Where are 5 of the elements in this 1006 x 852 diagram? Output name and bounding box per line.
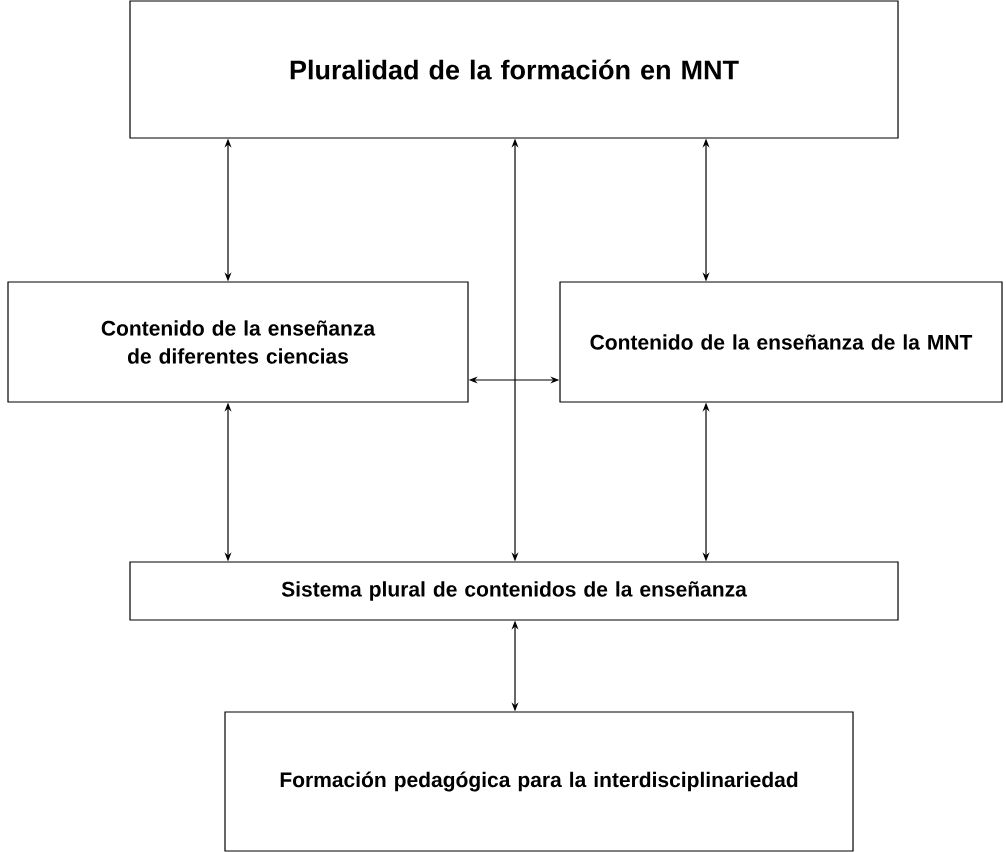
process-box: Pluralidad de la formación en MNT [129, 0, 899, 139]
process-box: Sistema plural de contenidos de la enseñanza [129, 561, 899, 621]
process-box: Contenido de la enseñanza de la MNT [559, 281, 1003, 403]
process-box: Formación pedagógica para la interdisciplinariedad [224, 711, 854, 852]
process-box: Contenido de la enseñanza de diferentes ciencias [7, 281, 469, 403]
